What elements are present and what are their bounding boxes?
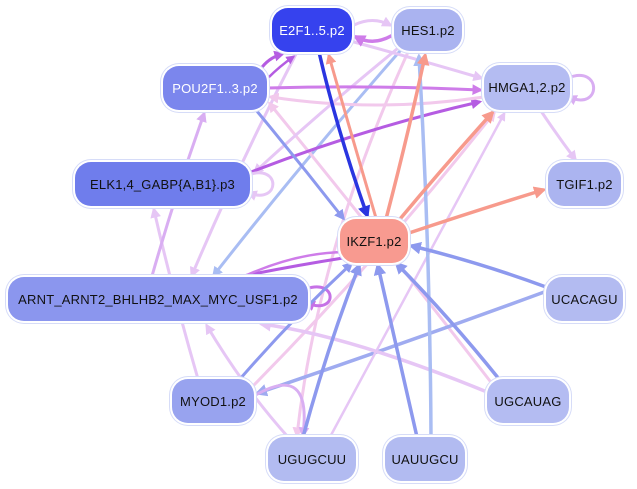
edge-hes1-to-e2f1 [352, 34, 393, 47]
edge-hmga1-to-tgif1 [539, 109, 577, 162]
edge-ugugcuu-to-hmga1 [328, 111, 506, 439]
edge-pou2f1-to-hmga1 [265, 84, 484, 96]
edge-elk1-to-hmga1 [249, 98, 483, 174]
node-label: UCACAGU [551, 291, 618, 307]
edge-myod1-to-uauugcu [252, 383, 310, 439]
edge-ikzf1-to-e2f1 [325, 52, 378, 220]
node-tgif1[interactable]: TGIF1.p2 [548, 162, 621, 206]
node-label: IKZF1.p2 [346, 233, 402, 249]
node-arnt[interactable]: ARNT_ARNT2_BHLHB2_MAX_MYC_USF1.p2 [8, 277, 308, 321]
node-label: ELK1,4_GABP{A,B1}.p3 [90, 176, 235, 192]
edge-ugugcuu-to-ikzf1 [301, 262, 362, 439]
node-ugugcuu[interactable]: UGUGCUU [268, 437, 356, 481]
node-myod1[interactable]: MYOD1.p2 [172, 379, 254, 423]
node-label: ARNT_ARNT2_BHLHB2_MAX_MYC_USF1.p2 [18, 291, 298, 307]
node-label: MYOD1.p2 [180, 393, 246, 409]
node-label: UGUGCUU [277, 451, 347, 467]
edge-ucacagu-to-ikzf1 [408, 241, 548, 289]
node-label: HMGA1,2.p2 [488, 80, 566, 95]
edge-ikzf1-to-tgif1 [407, 186, 547, 235]
node-ikzf1[interactable]: IKZF1.p2 [340, 219, 408, 263]
node-pou2f1[interactable]: POU2F1..3.p2 [163, 66, 267, 110]
node-hmga1[interactable]: HMGA1,2.p2 [484, 65, 570, 110]
edge-hes1-to-elk1 [252, 47, 399, 175]
edge-hmga1-to-pou2f1 [267, 92, 486, 107]
node-ugcauag[interactable]: UGCAUAG [487, 379, 569, 423]
edge-ugcauag-to-ikzf1 [394, 261, 501, 381]
edge-e2f1-to-arnt [189, 50, 299, 278]
edge-ikzf1-to-hes1 [384, 52, 430, 221]
edge-ucacagu-to-myod1 [254, 289, 549, 397]
edge-pou2f1-to-e2f1 [258, 50, 286, 72]
edge-pou2f1-to-ikzf1 [254, 108, 345, 221]
edge-uauugcu-to-ikzf1 [373, 262, 419, 439]
edge-ikzf1-to-arnt [229, 250, 349, 284]
edge-elk1-to-elk1 [245, 171, 275, 201]
node-label: TGIF1.p2 [556, 176, 613, 192]
node-label: HES1.p2 [401, 22, 455, 38]
node-label: UAUUGCU [391, 451, 459, 467]
edge-pou2f1-to-e2f1 [266, 55, 296, 80]
node-label: POU2F1..3.p2 [172, 80, 258, 96]
node-uauugcu[interactable]: UAUUGCU [385, 437, 465, 481]
node-elk1[interactable]: ELK1,4_GABP{A,B1}.p3 [75, 162, 250, 206]
node-e2f1[interactable]: E2F1..5.p2 [272, 8, 352, 52]
edge-ikzf1-to-hmga1 [398, 110, 495, 221]
node-label: UGCAUAG [494, 393, 562, 409]
node-hes1[interactable]: HES1.p2 [394, 9, 462, 51]
node-ucacagu[interactable]: UCACAGU [546, 277, 623, 321]
edge-e2f1-to-ikzf1 [317, 50, 371, 219]
node-label: E2F1..5.p2 [279, 22, 345, 38]
edge-arnt-to-arnt [304, 285, 332, 311]
edge-uauugcu-to-hes1 [413, 53, 433, 439]
edge-hmga1-to-hmga1 [566, 74, 596, 106]
edge-hes1-to-arnt [212, 49, 402, 278]
edge-e2f1-to-hes1 [352, 16, 393, 27]
